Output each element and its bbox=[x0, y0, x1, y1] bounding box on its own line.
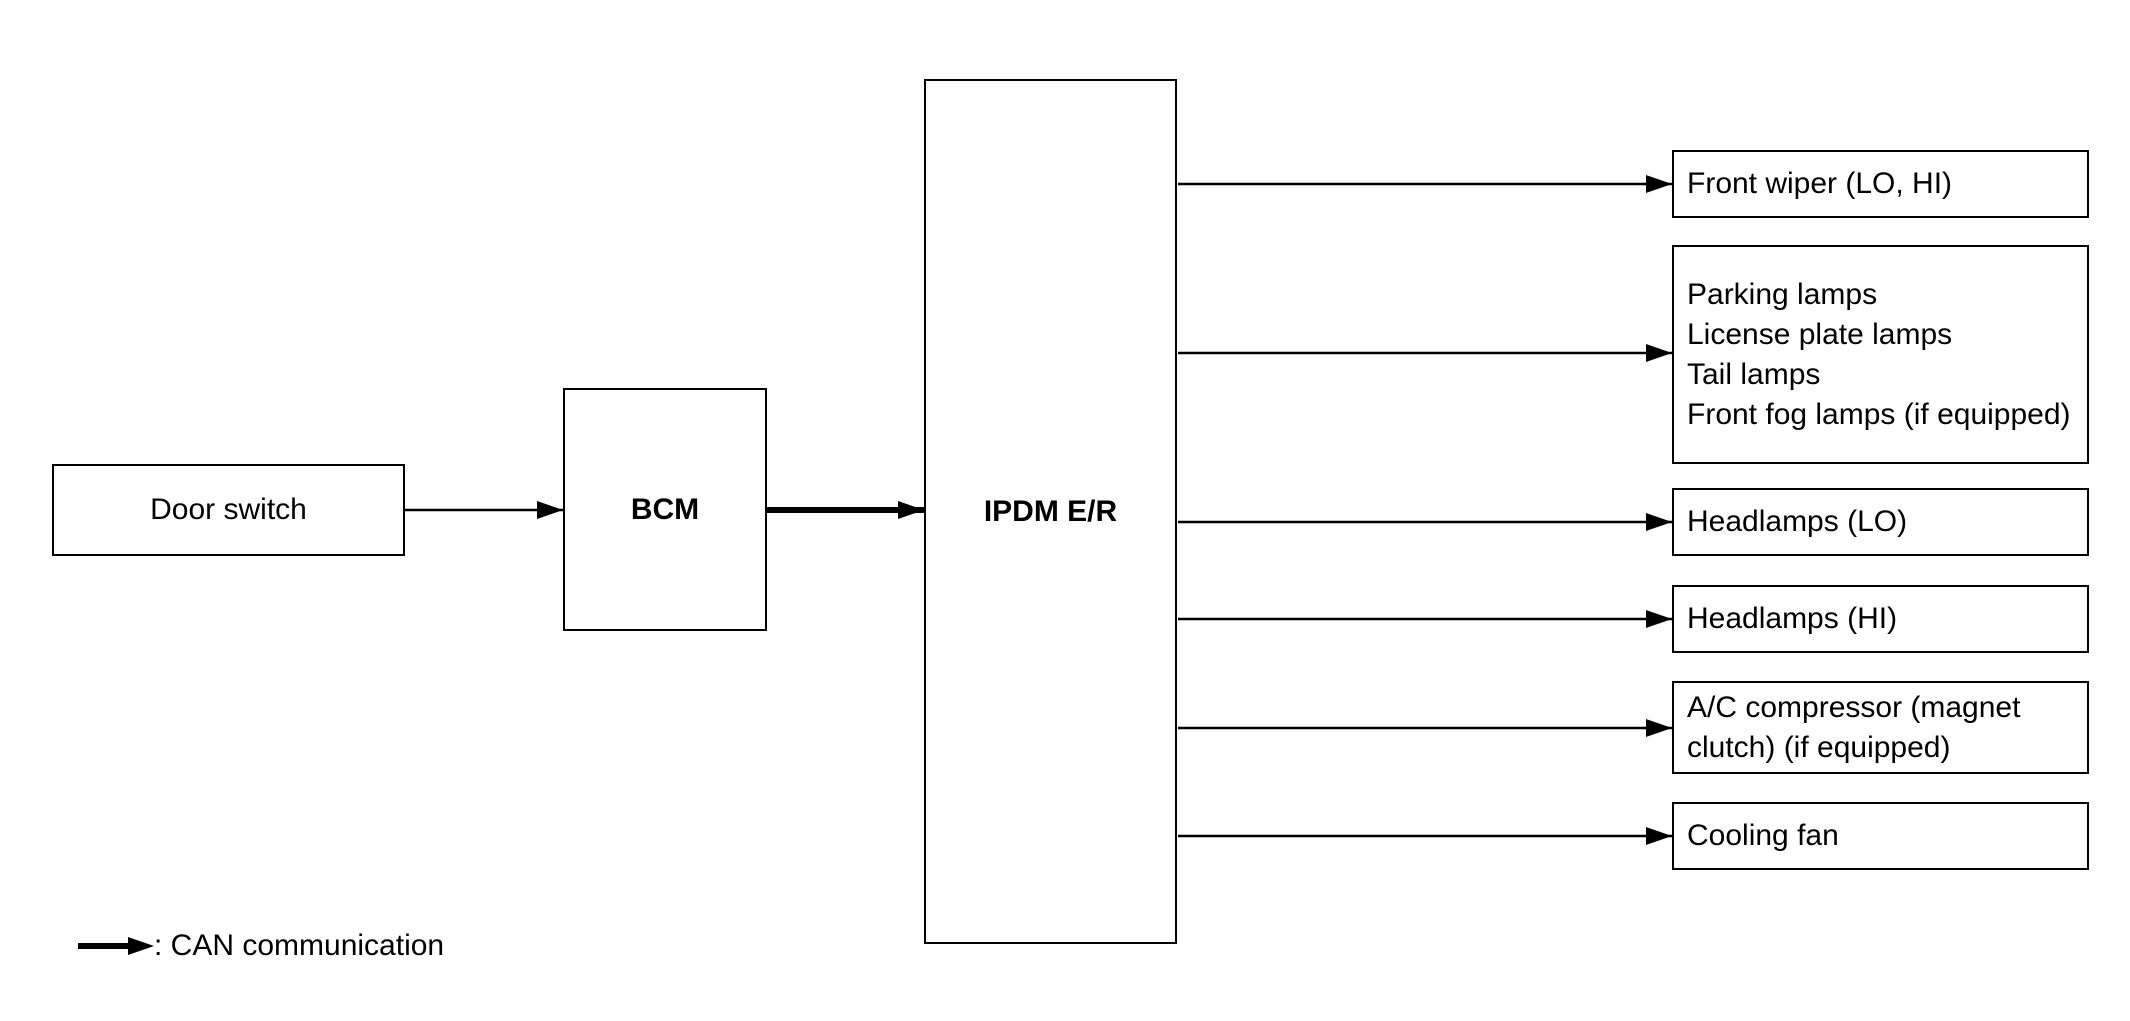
bcm-label: BCM bbox=[630, 492, 700, 526]
output-line: Parking lamps bbox=[1687, 277, 1878, 311]
output-box-cooling-fan: Cooling fan bbox=[1672, 802, 2089, 870]
output-line: Headlamps (HI) bbox=[1687, 602, 1898, 635]
output-box-ac-compressor: A/C compressor (magnet clutch) (if equip… bbox=[1672, 681, 2089, 774]
output-box-headlamps-lo: Headlamps (LO) bbox=[1672, 488, 2089, 556]
output-line: Cooling fan bbox=[1687, 819, 1839, 852]
door-switch-box: Door switch bbox=[52, 464, 405, 556]
legend-can-arrow-icon bbox=[78, 937, 154, 955]
door-switch-label: Door switch bbox=[150, 493, 307, 526]
output-box-headlamps-hi: Headlamps (HI) bbox=[1672, 585, 2089, 653]
bcm-box: BCM bbox=[563, 388, 767, 631]
legend-text: : CAN communication bbox=[154, 929, 445, 962]
legend: : CAN communication bbox=[78, 926, 444, 966]
output-line: A/C compressor (magnet bbox=[1687, 690, 2021, 724]
output-line: Front fog lamps (if equipped) bbox=[1687, 397, 2071, 431]
output-line: Headlamps (LO) bbox=[1687, 505, 1908, 538]
output-line: Tail lamps bbox=[1687, 357, 1821, 391]
ipdm-label: IPDM E/R bbox=[983, 494, 1118, 528]
output-box-front-wiper: Front wiper (LO, HI) bbox=[1672, 150, 2089, 218]
output-line: License plate lamps bbox=[1687, 317, 1953, 351]
output-line: clutch) (if equipped) bbox=[1687, 730, 1951, 764]
output-box-lamps: Parking lamps License plate lamps Tail l… bbox=[1672, 245, 2089, 464]
ipdm-box: IPDM E/R bbox=[924, 79, 1177, 944]
output-line: Front wiper (LO, HI) bbox=[1687, 167, 1953, 200]
